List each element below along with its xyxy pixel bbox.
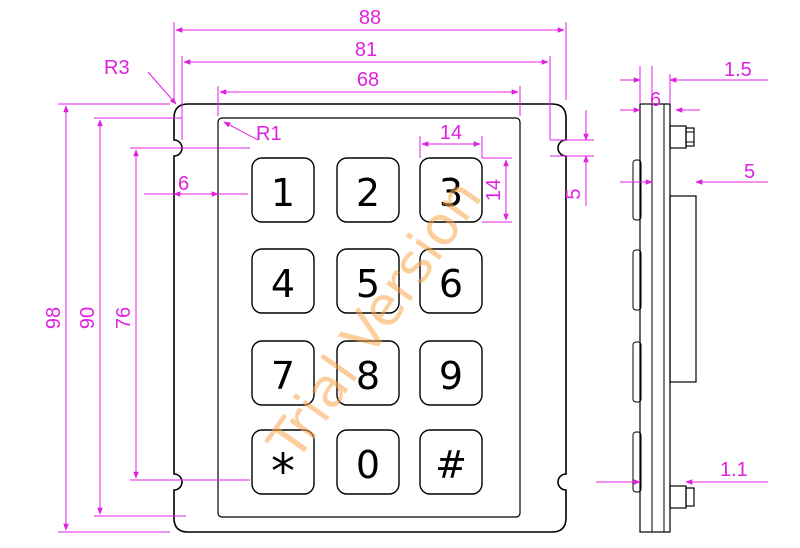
dim-5-slot-label: 5 [563,188,585,199]
dim-88-label: 88 [359,7,381,29]
key-label: 5 [356,262,380,306]
side-body [639,103,671,533]
key-9[interactable]: 9 [419,340,483,406]
dim-14w-label: 14 [440,122,462,144]
bottom-stud [669,485,687,509]
key-label: 2 [356,171,380,215]
key-label: * [271,444,295,500]
key-8[interactable]: 8 [336,340,400,406]
key-star[interactable]: * [251,429,315,500]
front-dimension-lines [58,22,594,533]
key-label: 1 [271,171,295,215]
key-3[interactable]: 3 [419,157,483,223]
key-label: 6 [439,262,463,306]
dim-1-5-label: 1.5 [724,59,752,81]
top-stud [669,125,687,149]
side-view: 1.5 6 5 1.1 [596,59,768,533]
key-6[interactable]: 6 [419,248,483,314]
key-0[interactable]: 0 [336,429,400,495]
dim-1-1-label: 1.1 [720,459,748,481]
inner-plate [217,117,521,518]
dim-81-label: 81 [355,39,377,61]
dim-6-depth-label: 6 [650,89,661,111]
key-4[interactable]: 4 [251,248,315,314]
key-label: 0 [356,443,380,487]
dim-90-label: 90 [77,307,99,329]
dim-68-label: 68 [357,69,379,91]
dim-6-slot-label: 6 [178,173,189,195]
dim-r1-label: R1 [256,123,282,145]
key-label: 7 [271,354,295,398]
side-dimension-lines [596,66,768,485]
key-1[interactable]: 1 [251,157,315,223]
outer-plate [173,103,567,533]
dim-r3-label: R3 [104,57,130,79]
key-hash[interactable]: # [419,429,483,495]
side-pcb [669,195,697,383]
key-label: 3 [439,171,463,215]
dim-76-label: 76 [113,307,135,329]
key-label: 8 [356,354,380,398]
dim-98-label: 98 [43,307,65,329]
key-7[interactable]: 7 [251,340,315,406]
key-label: # [435,443,467,487]
key-2[interactable]: 2 [336,157,400,223]
keypad-grid: 1 2 3 4 5 6 [251,157,483,500]
dim-5-key-label: 5 [744,161,755,183]
key-label: 9 [439,354,463,398]
key-5[interactable]: 5 [336,248,400,314]
front-view: 1 2 3 4 5 6 [43,7,594,533]
dim-14h-label: 14 [483,179,505,201]
key-label: 4 [271,262,295,306]
